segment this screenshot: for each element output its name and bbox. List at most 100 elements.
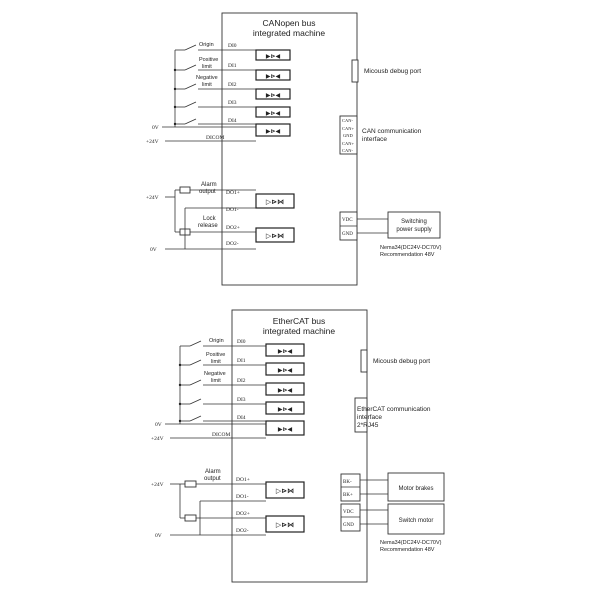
canopen-di2-pin: DI2 [228, 82, 237, 88]
ethercat-0v-label: 0V [155, 422, 162, 428]
canopen-do2-optocoupler [255, 227, 295, 243]
ethercat-do1m: DO1- [236, 494, 249, 500]
ethercat-out-24v-label: +24V [151, 482, 164, 488]
ethercat-di4-optocoupler [265, 420, 305, 436]
canopen-out-24v-label: +24V [146, 195, 159, 201]
canopen-do1-optocoupler [255, 193, 295, 209]
canopen-psu-label1: Switching [401, 219, 427, 225]
ethercat-di0-pin: DI0 [237, 339, 246, 345]
canopen-di0-label: Origin [199, 42, 214, 48]
ethercat-alarm-label2: output [204, 476, 221, 482]
ethercat-di2-optocoupler [265, 382, 305, 396]
canopen-comm-label2: interface [362, 136, 387, 143]
ethercat-power-pin-vdc: VDC [343, 510, 354, 515]
svg-text:▶⊳◀: ▶⊳◀ [266, 54, 281, 60]
ethercat-do2-optocoupler [265, 515, 305, 533]
canopen-di2-label1: Negative [196, 75, 218, 81]
ethercat-comm-label3: 2*RJ45 [357, 422, 379, 429]
canopen-psu-label2: power supply [396, 227, 431, 233]
ethercat-brake-label: Motor brakes [398, 486, 433, 492]
ethercat-input-di1: Positive limit DI1 ▶⊳◀ [180, 352, 305, 376]
canopen-power-pin-vdc: VDC [342, 218, 353, 223]
canopen-can-pin-4: CAN- [342, 148, 354, 153]
ethercat-do1-optocoupler [265, 481, 305, 499]
canopen-di1-label2: limit [202, 64, 212, 70]
ethercat-input-di0: Origin DI0 ▶⊳◀ [180, 338, 305, 357]
canopen-can-pin-0: CAN- [342, 118, 354, 123]
canopen-di1-pin: DI1 [228, 63, 237, 69]
canopen-out-0v-label: 0V [150, 247, 157, 253]
ethercat-brake-pin-bkm: BK- [343, 480, 352, 485]
ethercat-di1-pin: DI1 [237, 358, 246, 364]
canopen-dicom-label: DICOM [206, 135, 224, 141]
canopen-do2m: DO2- [226, 241, 239, 247]
canopen-can-pin-1: CAN+ [342, 126, 355, 131]
canopen-do1m: DO1- [226, 207, 239, 213]
canopen-note2: Recommendation 48V [380, 252, 435, 258]
ethercat-rj45-connector [354, 397, 368, 433]
ethercat-brake-pin-bkp: BK+ [343, 493, 353, 498]
ethercat-usb-port [360, 349, 368, 373]
svg-text:▶⊳◀: ▶⊳◀ [266, 74, 281, 80]
canopen-debug-port-label: Micousb debug port [364, 68, 421, 75]
svg-text:▶⊳◀: ▶⊳◀ [278, 407, 293, 413]
canopen-note1: Nema34(DC24V-DC70V) [380, 245, 442, 251]
canopen-di3-optocoupler [255, 106, 291, 118]
ethercat-di2-pin: DI2 [237, 378, 246, 384]
ethercat-do2p: DO2+ [236, 511, 250, 517]
canopen-input-di4: DI4 ▶⊳◀ [175, 118, 291, 137]
ethercat-power-connector [340, 503, 361, 532]
canopen-input-di0: Origin DI0 ▶⊳◀ [175, 42, 291, 61]
ethercat-debug-port-label: Micousb debug port [373, 358, 430, 365]
svg-text:▶⊳◀: ▶⊳◀ [266, 129, 281, 135]
canopen-power-pin-gnd: GND [342, 232, 353, 237]
ethercat-di1-optocoupler [265, 362, 305, 376]
ethercat-note1: Nema34(DC24V-DC70V) [380, 540, 442, 546]
svg-text:▷⊳⋈: ▷⊳⋈ [276, 488, 294, 495]
canopen-alarm-load [179, 186, 191, 194]
ethercat-do1p: DO1+ [236, 477, 250, 483]
canopen-alarm-label1: Alarm [201, 182, 217, 188]
svg-text:▶⊳◀: ▶⊳◀ [266, 93, 281, 99]
ethercat-di0-optocoupler [265, 343, 305, 357]
ethercat-di1-label2: limit [211, 359, 221, 365]
ethercat-alarm-label1: Alarm [205, 469, 221, 475]
ethercat-switch-box [387, 503, 445, 535]
canopen-do2p: DO2+ [226, 225, 240, 231]
canopen-di1-label1: Positive [199, 57, 218, 63]
canopen-can-pin-3: CAN+ [342, 141, 355, 146]
canopen-di4-pin: DI4 [228, 118, 237, 124]
canopen-di2-optocoupler [255, 88, 291, 100]
ethercat-out-0v-label: 0V [155, 533, 162, 539]
canopen-di4-optocoupler [255, 123, 291, 137]
ethercat-title-line2: integrated machine [263, 326, 336, 336]
canopen-comm-label1: CAN communication [362, 128, 422, 135]
canopen-di3-pin: DI3 [228, 100, 237, 106]
canopen-input-di1: Positive limit DI1 ▶⊳◀ [175, 57, 291, 81]
canopen-psu-box [387, 211, 441, 239]
ethercat-brake-box [387, 472, 445, 502]
canopen-usb-port [351, 59, 359, 83]
ethercat-brake-connector [340, 473, 361, 502]
ethercat-dicom-label: DICOM [212, 432, 230, 438]
ethercat-input-di4: DI4 ▶⊳◀ [180, 415, 305, 436]
canopen-lock-label1: Lock [203, 216, 217, 222]
canopen-can-connector [339, 115, 358, 155]
ethercat-di2-label1: Negative [204, 371, 226, 377]
canopen-di2-label2: limit [202, 82, 212, 88]
svg-text:▷⊳⋈: ▷⊳⋈ [266, 199, 284, 206]
ethercat-title-line1: EtherCAT bus [273, 316, 326, 326]
ethercat-di1-label1: Positive [206, 352, 225, 358]
ethercat-do2-load [184, 514, 197, 522]
ethercat-input-di3: DI3 ▶⊳◀ [180, 397, 305, 415]
svg-text:▶⊳◀: ▶⊳◀ [266, 111, 281, 117]
ethercat-power-pin-gnd: GND [343, 523, 354, 528]
svg-text:▶⊳◀: ▶⊳◀ [278, 368, 293, 374]
ethercat-switch-label: Switch motor [399, 518, 434, 524]
ethercat-comm-label1: EtherCAT communication [357, 406, 431, 413]
svg-text:▶⊳◀: ▶⊳◀ [278, 388, 293, 394]
svg-text:▶⊳◀: ▶⊳◀ [278, 427, 293, 433]
ethercat-note2: Recommendation 48V [380, 547, 435, 553]
